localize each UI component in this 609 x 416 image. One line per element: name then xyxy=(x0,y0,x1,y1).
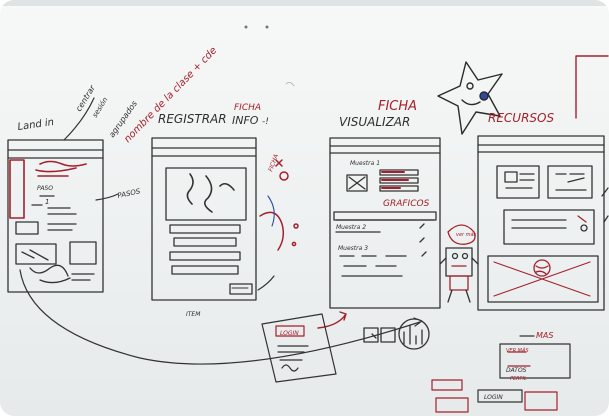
label-ver-mas: ver más xyxy=(456,231,477,238)
wireframe-registrar xyxy=(151,137,257,301)
label-mas: MAS xyxy=(536,331,553,340)
wireframe-landin xyxy=(7,139,104,293)
wireframe-visualizar xyxy=(329,137,441,309)
character-doodle xyxy=(439,224,479,303)
label-perfil: PERFIL xyxy=(510,376,527,382)
label-info: INFO xyxy=(232,114,259,127)
label-login: LOGIN xyxy=(280,330,299,337)
label-pasos: PASOS xyxy=(117,187,142,200)
label-login2: LOGIN xyxy=(484,394,503,401)
label-recursos: RECURSOS xyxy=(488,111,554,125)
label-info-dot: -! xyxy=(262,117,269,127)
login-popup-sketch xyxy=(261,313,337,383)
label-muestra3: Muestra 3 xyxy=(338,245,368,252)
bottom-icons xyxy=(363,318,430,350)
label-ficha2: FICHA xyxy=(378,99,417,114)
mas-sketch xyxy=(499,335,571,379)
bottom-login-bars xyxy=(431,379,558,413)
label-ver-mas2: VER MÁS xyxy=(506,347,529,354)
label-registrar: REGISTRAR xyxy=(158,112,227,126)
label-visualizar: VISUALIZAR xyxy=(339,115,410,129)
label-muestra2: Muestra 2 xyxy=(336,224,366,231)
label-landin: Land in xyxy=(17,117,55,133)
label-datos: DATOS xyxy=(506,367,527,374)
star-doodle xyxy=(437,61,503,135)
label-graficos: GRAFICOS xyxy=(383,199,430,209)
label-paso-num: 1 xyxy=(45,198,49,206)
label-item: ITEM xyxy=(186,311,201,318)
label-ficha1: FICHA xyxy=(234,103,261,113)
label-paso: PASO xyxy=(37,185,53,192)
wireframe-recursos xyxy=(477,135,609,311)
label-muestra1: Muestra 1 xyxy=(350,160,380,167)
label-nombre-clase: nombre de la clase + cde xyxy=(122,45,219,145)
